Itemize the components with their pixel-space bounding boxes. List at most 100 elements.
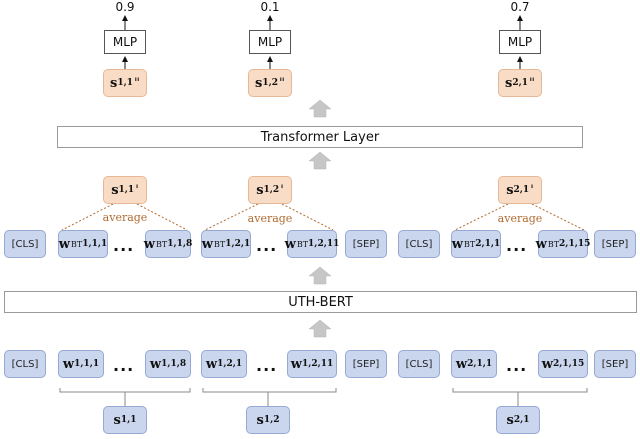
prime-mark: ' bbox=[530, 182, 534, 198]
word-sub: 1,2,1 bbox=[225, 239, 251, 249]
bt-superscript: BT bbox=[213, 239, 226, 249]
ellipsis-contextual-2: ... bbox=[256, 236, 278, 255]
sentence-base: s bbox=[111, 182, 119, 198]
average-label-3: average bbox=[497, 212, 543, 225]
prime-mark: ' bbox=[280, 182, 284, 198]
sentence-sub: 1,2 bbox=[263, 415, 280, 425]
up-arrow-to-mlp-stage bbox=[308, 99, 332, 118]
cls-token-input-2: [CLS] bbox=[398, 350, 440, 378]
up-arrow-to-transformer bbox=[308, 151, 332, 170]
word-base: w bbox=[58, 236, 70, 252]
sentence-base: s bbox=[505, 75, 513, 91]
word-base: w bbox=[535, 236, 547, 252]
ellipsis-input-3: ... bbox=[506, 356, 528, 375]
word-sub: 2,1,15 bbox=[552, 359, 585, 369]
average-label-1: average bbox=[102, 211, 148, 224]
word-base: w bbox=[284, 236, 296, 252]
word-sub: 2,1,15 bbox=[559, 239, 591, 249]
sentence-sub: 2,1 bbox=[513, 185, 530, 195]
sentence-base: s bbox=[256, 182, 264, 198]
uth-bert-layer: UTH-BERT bbox=[4, 291, 637, 313]
word-sub: 1,2,1 bbox=[217, 359, 243, 369]
cls-token-contextual-2: [CLS] bbox=[398, 230, 440, 258]
word-sub: 1,2,11 bbox=[301, 359, 334, 369]
sentence-base: s bbox=[506, 182, 514, 198]
sentence-sub: 1,1 bbox=[117, 78, 133, 88]
bt-superscript: BT bbox=[547, 239, 560, 249]
double-prime-mark: " bbox=[529, 75, 535, 91]
connector-lines bbox=[59, 15, 588, 406]
sentence-sub: 1,1 bbox=[120, 415, 137, 425]
bt-superscript: BT bbox=[296, 239, 309, 249]
average-label-2: average bbox=[247, 212, 293, 225]
average-lines-2-right bbox=[281, 203, 334, 231]
word-sub: 2,1,1 bbox=[475, 239, 501, 249]
sentence-base: s bbox=[255, 75, 263, 91]
average-lines-3-right bbox=[531, 203, 585, 231]
word-base: w bbox=[201, 236, 213, 252]
sep-token-input-2: [SEP] bbox=[594, 350, 636, 378]
average-lines-2-left bbox=[204, 203, 259, 231]
word-sub: 2,1,1 bbox=[467, 359, 493, 369]
sentence-sub: 1,2 bbox=[262, 78, 278, 88]
sentence-sub: 2,1 bbox=[513, 415, 530, 425]
word-base: w bbox=[451, 236, 463, 252]
sep-token-contextual-2: [SEP] bbox=[594, 230, 636, 258]
prime-mark: ' bbox=[135, 182, 139, 198]
bt-superscript: BT bbox=[155, 239, 168, 249]
word-base: w bbox=[149, 356, 162, 372]
word-sub: 1,1,8 bbox=[167, 239, 193, 249]
cls-token-input-1: [CLS] bbox=[4, 350, 46, 378]
mlp-box-2: MLP bbox=[249, 30, 291, 54]
average-lines-1-left bbox=[61, 203, 114, 231]
score-3: 0.7 bbox=[510, 0, 530, 14]
word-base: w bbox=[62, 356, 75, 372]
average-lines-1-right bbox=[136, 203, 188, 231]
mlp-box-1: MLP bbox=[104, 30, 146, 54]
score-1: 0.9 bbox=[115, 0, 135, 14]
up-arrow-to-contextual-tokens bbox=[308, 266, 332, 285]
sentence-sub: 1,2 bbox=[263, 185, 280, 195]
sentence-base: s bbox=[506, 412, 514, 428]
sep-token-input-1: [SEP] bbox=[345, 350, 387, 378]
sentence-bracket-1 bbox=[59, 388, 191, 406]
sentence-sub: 1,1 bbox=[118, 185, 135, 195]
score-2: 0.1 bbox=[260, 0, 280, 14]
cls-token-contextual-1: [CLS] bbox=[4, 230, 46, 258]
transformer-layer: Transformer Layer bbox=[57, 126, 583, 148]
word-sub: 1,1,1 bbox=[82, 239, 108, 249]
word-base: w bbox=[541, 356, 553, 372]
word-sub: 1,2,11 bbox=[308, 239, 340, 249]
ellipsis-input-1: ... bbox=[113, 356, 135, 375]
double-prime-mark: " bbox=[279, 75, 285, 91]
word-base: w bbox=[205, 356, 218, 372]
ellipsis-contextual-1: ... bbox=[113, 236, 135, 255]
word-sub: 1,1,8 bbox=[161, 359, 187, 369]
double-prime-mark: " bbox=[134, 75, 140, 91]
average-lines-3-left bbox=[454, 203, 509, 231]
ellipsis-contextual-3: ... bbox=[506, 236, 528, 255]
sentence-base: s bbox=[256, 412, 264, 428]
mlp-box-3: MLP bbox=[499, 30, 541, 54]
sentence-sub: 2,1 bbox=[512, 78, 528, 88]
up-arrow-to-uth-bert bbox=[308, 319, 332, 338]
bt-superscript: BT bbox=[70, 239, 83, 249]
